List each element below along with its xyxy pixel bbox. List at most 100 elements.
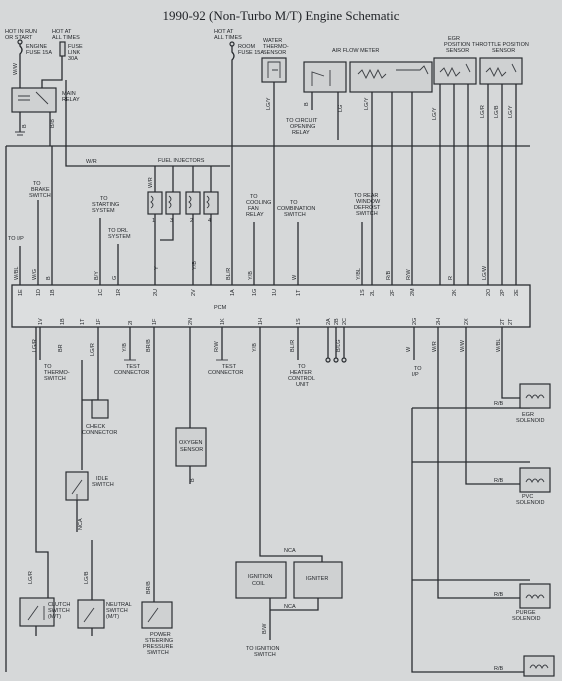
afm-resistor: [357, 65, 429, 80]
pcm-pin-top-15: 2K: [452, 289, 458, 296]
fuse-link: [59, 41, 66, 57]
ps-label-4: SWITCH: [147, 650, 169, 656]
pcm-pin-bottom-15: 2X: [464, 318, 470, 325]
pcm-module: [11, 284, 531, 328]
check-connector: [91, 399, 109, 419]
ground-cluster-wires: [327, 327, 345, 360]
test1-label-2: CONNECTOR: [114, 370, 149, 376]
wire-brb-2: BR/B: [146, 581, 152, 594]
to-ignition-label: TO IGNITION: [246, 646, 280, 652]
wire-rb: R/B: [386, 271, 392, 281]
to-cooling-label: TO: [250, 194, 258, 200]
wire-lgw: LG/W: [482, 265, 488, 280]
to-cooling-label-3: FAN: [248, 206, 259, 212]
room-fuse-wire: [231, 44, 235, 285]
wire-brb: BR/B: [146, 339, 152, 352]
wire-wbl: W/BL: [14, 267, 20, 280]
fuel-injector-group: [147, 191, 219, 215]
egr-sol-label: EGR: [522, 412, 534, 418]
clutch-switch: [19, 597, 55, 627]
nca-2: NCA: [284, 548, 296, 554]
wire-wr: W/R: [86, 159, 97, 165]
wire-wg: W/G: [32, 269, 38, 280]
pcm-pin-top-5: 2U: [153, 289, 159, 296]
egr-solenoid: [519, 383, 551, 409]
fuse-link-label-2: LINK: [68, 50, 81, 56]
pvc-sol-label-2: SOLENOID: [516, 500, 544, 506]
wire-blr-2: BL/R: [290, 340, 296, 352]
pcm-pin-top-14: 2M: [410, 288, 416, 296]
room-fuse-terminal: [229, 41, 235, 47]
hot-run-start-label: HOT IN RUN: [5, 29, 37, 35]
pcm-pin-top-18: 2E: [514, 289, 520, 296]
purge-sol-label: PURGE: [516, 610, 536, 616]
to-cooling-label-4: RELAY: [246, 212, 264, 218]
ignition-out-wires: [269, 598, 319, 640]
wire-yb-3: Y/B: [252, 343, 258, 352]
wire-b-2: B: [304, 102, 310, 106]
wire-g: G: [112, 276, 118, 280]
fuse-link-wire: [41, 56, 63, 88]
wire-ylg: Y/B: [122, 343, 128, 352]
neutral-switch: [77, 599, 105, 629]
ground-symbol: [15, 131, 25, 136]
wire-yw: W: [406, 346, 412, 352]
hot-all-times-label: HOT AT: [52, 29, 72, 35]
afm-potentiometer-box: [349, 61, 433, 93]
wire-bw: B/W: [262, 623, 268, 634]
wire-lgy: LG/Y: [266, 97, 272, 110]
to-drl-label: TO DRL: [108, 228, 128, 234]
injector-out-wires: [154, 214, 212, 285]
main-relay-coil: [18, 91, 49, 105]
ignition-coil: [235, 561, 287, 599]
clutch-label-2: SWITCH: [48, 608, 70, 614]
to-starting-label: TO: [100, 196, 108, 202]
fuel-injector-1: [147, 191, 163, 215]
hot-all-times-2-label-2: ALL TIMES: [214, 35, 242, 41]
ignition-coil-label: IGNITION: [248, 574, 272, 580]
pcm-pin-bottom-9: 1S: [296, 318, 302, 325]
ignition-feed-wire: [259, 327, 323, 562]
to-ip-right-label-2: I/P: [412, 372, 419, 378]
ignition-coil-label-2: COIL: [252, 581, 265, 587]
oxygen-sensor: [175, 427, 207, 467]
pcm-pin-top-7: 1A: [230, 289, 236, 296]
pcm-pin-bottom-2: 1T: [80, 318, 86, 325]
main-relay-label: MAIN: [62, 91, 76, 97]
wire-wr-2: W/R: [148, 177, 154, 188]
neutral-switch-contact: [83, 607, 95, 623]
wire-lgy-3: LG/Y: [432, 107, 438, 120]
tps-label-2: SENSOR: [492, 48, 515, 54]
pcm-pin-bottom-7: 1K: [220, 318, 226, 325]
test2-label-2: CONNECTOR: [208, 370, 243, 376]
to-brake-label-2: BRAKE: [31, 187, 50, 193]
check-connector-label-2: CONNECTOR: [82, 430, 117, 436]
inj-num-4: 4: [208, 218, 211, 224]
to-circuit-opening-label-3: RELAY: [292, 130, 310, 136]
pcm-pin-top-8: 1G: [252, 289, 258, 296]
test1-label: TEST: [126, 364, 141, 370]
wire-by: B/Y: [94, 271, 100, 280]
wire-rb-4: R/B: [494, 592, 504, 598]
pcm-pin-top-4: 1R: [116, 289, 122, 296]
to-ignition-label-2: SWITCH: [254, 652, 276, 658]
pcm-pin-top-1: 1D: [36, 289, 42, 296]
ps-label-3: PRESSURE: [143, 644, 174, 650]
fuel-injectors-label: FUEL INJECTORS: [158, 158, 205, 164]
pvc-feed-wire: [465, 327, 526, 485]
afm-switch-box: [303, 61, 347, 93]
fuel-injector-3: [165, 191, 181, 215]
injector-feed-drops: [154, 166, 212, 192]
ps-label-2: STEERING: [145, 638, 173, 644]
nca-1: NCA: [78, 518, 84, 530]
engine-fuse-label: ENGINE: [26, 44, 47, 50]
pcm-pin-top-2: 1B: [50, 289, 56, 296]
check-connector-label: CHECK: [86, 424, 106, 430]
inj-num-1: 1: [152, 218, 155, 224]
afm-switch: [311, 70, 331, 86]
wire-b: B: [22, 124, 28, 128]
to-ip-right-label: TO: [414, 366, 422, 372]
